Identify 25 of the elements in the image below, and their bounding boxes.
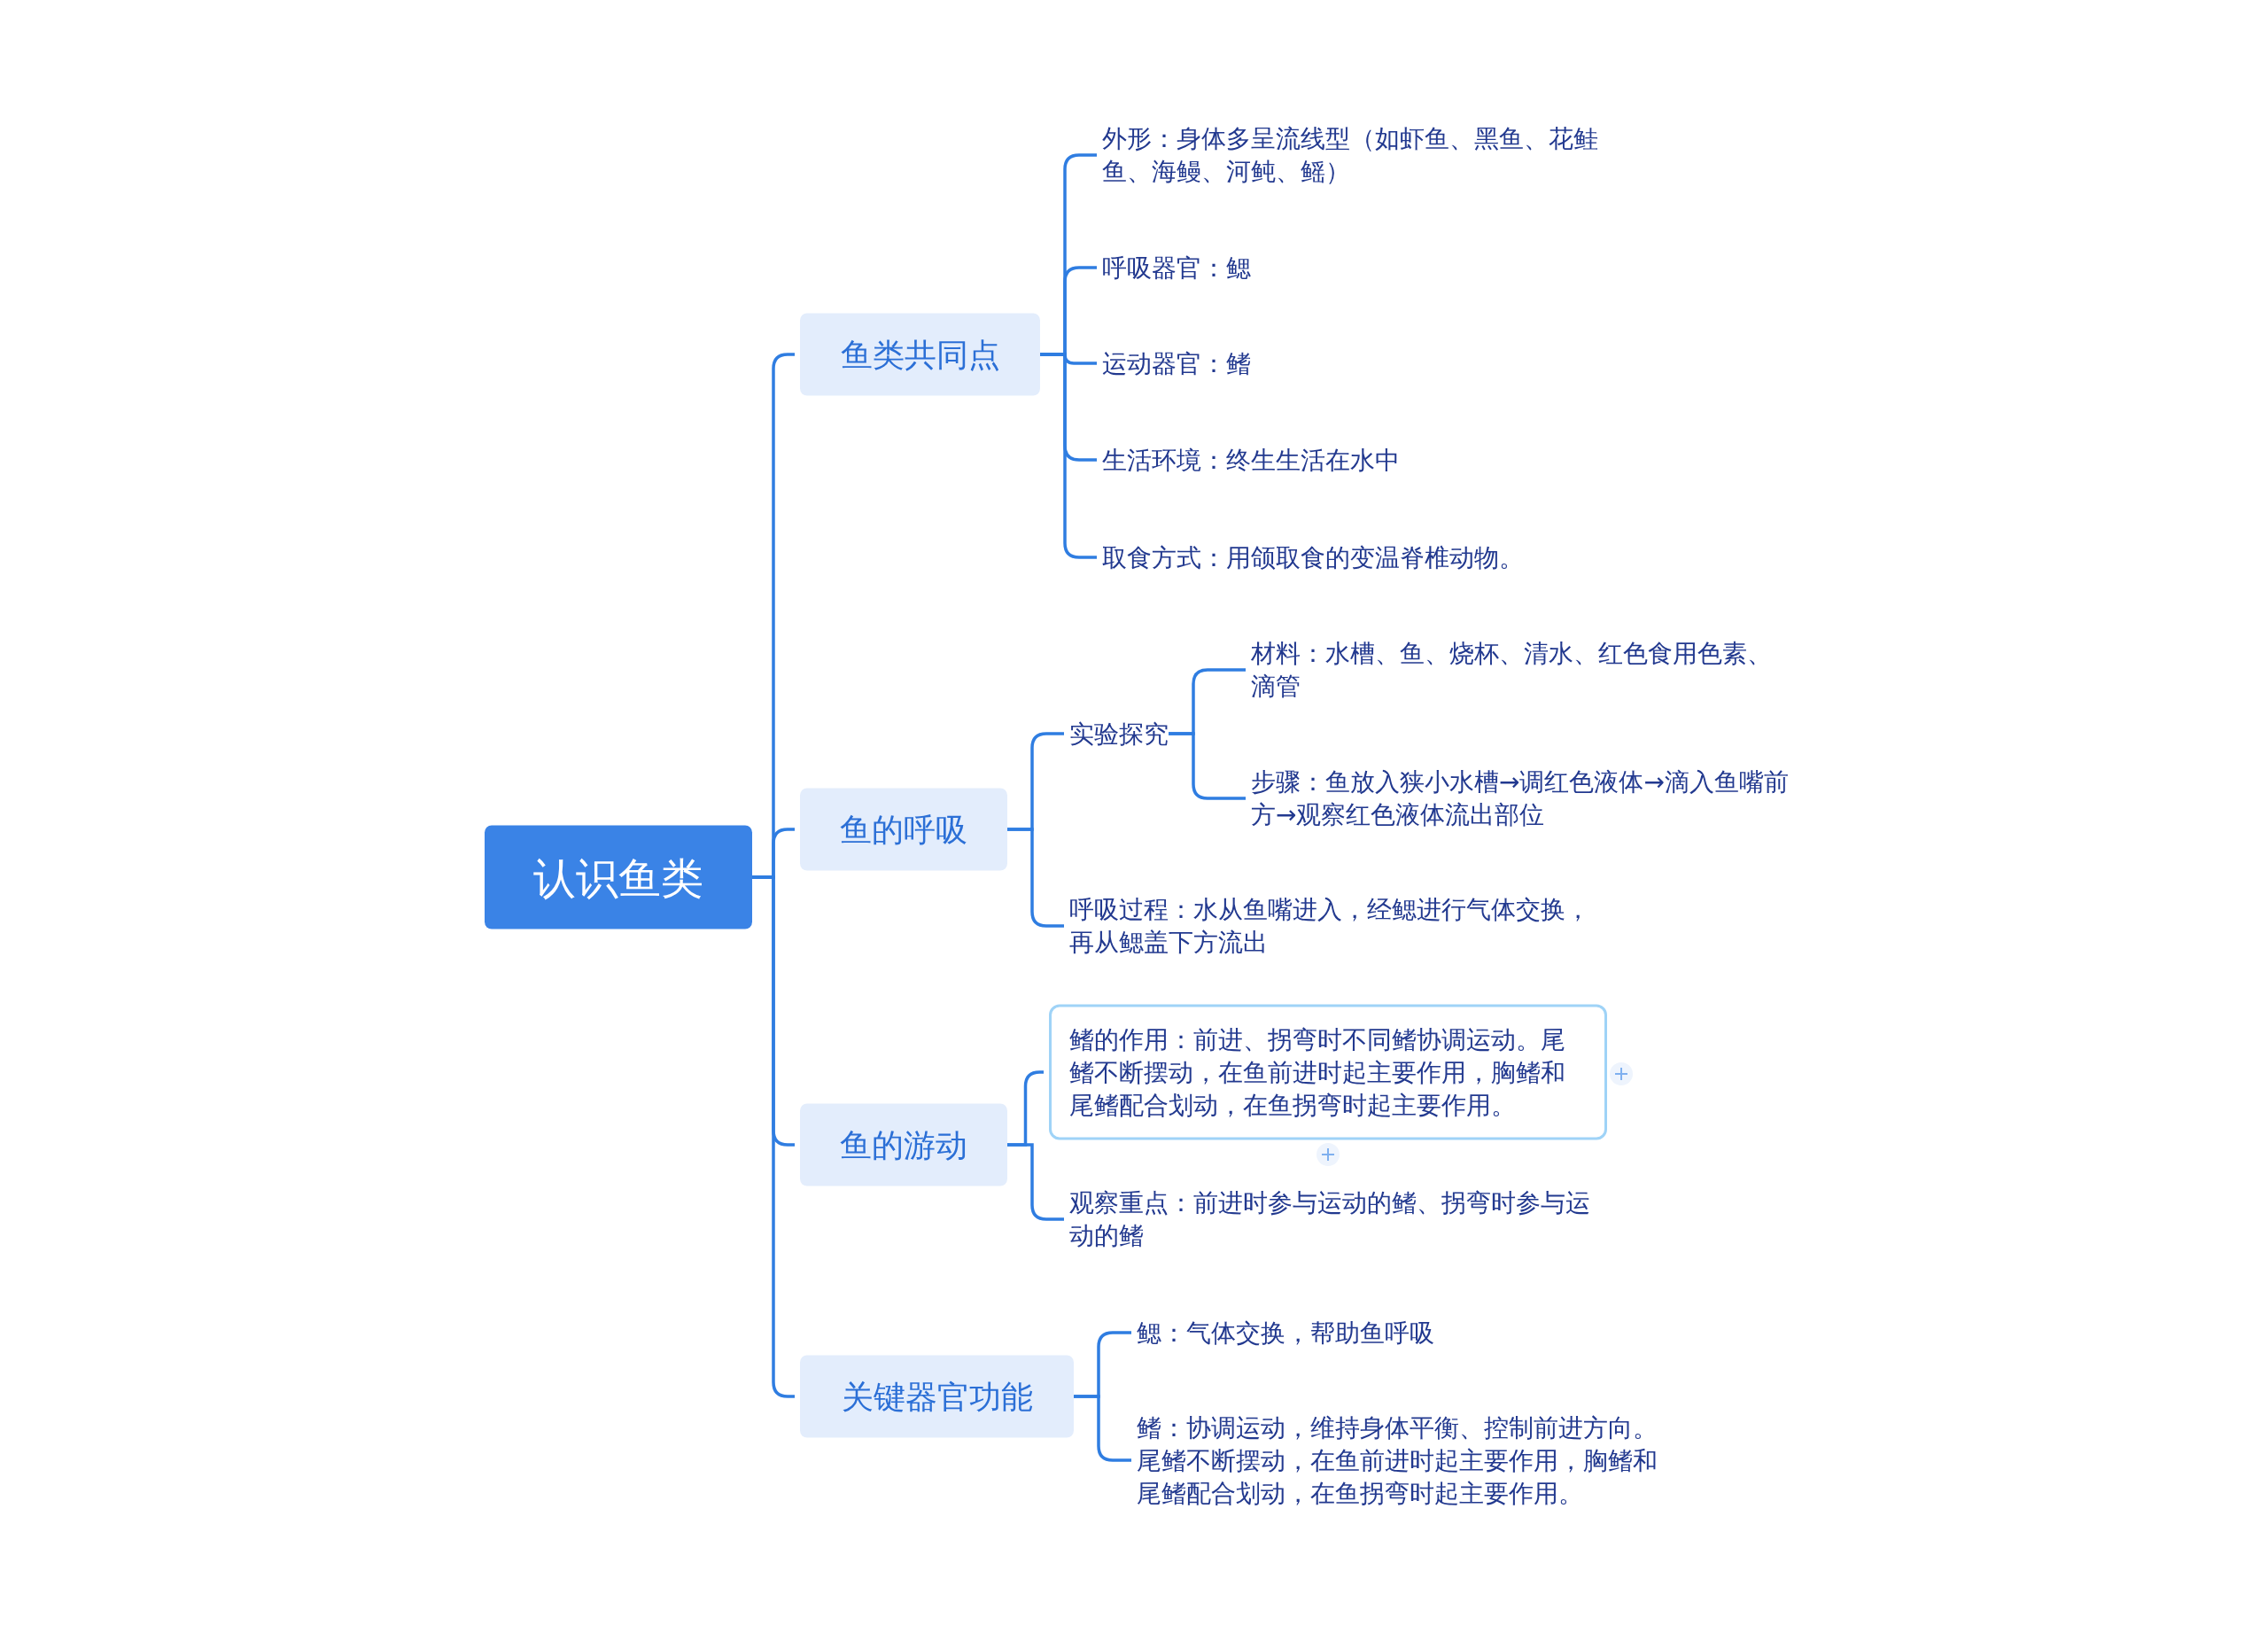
topic-label: 鳍的作用：前进、拐弯时不同鳍协调运动。尾鳍不断摆动，在鱼前进时起主要作用，胸鳍和尾鳍配合划动，在鱼拐弯时起主要作用。 [1069, 1023, 1566, 1122]
subtopic-text: 生活环境：终生生活在水中 [1102, 444, 1400, 477]
subtopic-text: 呼吸器官：鳃 [1102, 252, 1251, 284]
topic-box [800, 788, 1007, 871]
root-topic-box [485, 825, 752, 929]
subtopic-text: 呼吸过程：水从鱼嘴进入，经鳃进行气体交换，再从鳃盖下方流出 [1069, 894, 1591, 959]
topic-box [800, 1103, 1007, 1186]
subtopic-text: 材料：水槽、鱼、烧杯、清水、红色食用色素、滴管 [1251, 638, 1773, 703]
topic-label: 认识鱼类 [533, 851, 703, 904]
subtopic-text: 鳃：气体交换，帮助鱼呼吸 [1137, 1317, 1434, 1349]
topic-label: 鱼类共同点 [840, 335, 1000, 374]
connector-line [1169, 732, 1246, 800]
selected-subtopic-box [1049, 1004, 1607, 1140]
subtopic-text: 步骤：鱼放入狭小水槽→调红色液体→滴入鱼嘴前方→观察红色液体流出部位 [1251, 766, 1790, 831]
subtopic-text: 取食方式：用颌取食的变温脊椎动物。 [1102, 541, 1524, 574]
topic-label: 鱼的游动 [840, 1125, 967, 1164]
subtopic-text: 鳍：协调运动，维持身体平衡、控制前进方向。尾鳍不断摆动，在鱼前进时起主要作用，胸鳍和尾鳍配合划动，在鱼拐弯时起主要作用。 [1137, 1411, 1658, 1510]
topic-label: 关键器官功能 [841, 1377, 1033, 1416]
subtopic-text: 观察重点：前进时参与运动的鳍、拐弯时参与运动的鳍 [1069, 1187, 1591, 1252]
subtopic-text: 外形：身体多呈流线型（如虾鱼、黑鱼、花鲑鱼、海鳗、河鲀、鳐） [1102, 123, 1599, 188]
topic-label: 鱼的呼吸 [840, 810, 967, 849]
topic-box [800, 313, 1040, 396]
topic-box [800, 1355, 1074, 1438]
subtopic-text: 实验探究 [1069, 718, 1169, 750]
subtopic-text: 运动器官：鳍 [1102, 347, 1251, 380]
